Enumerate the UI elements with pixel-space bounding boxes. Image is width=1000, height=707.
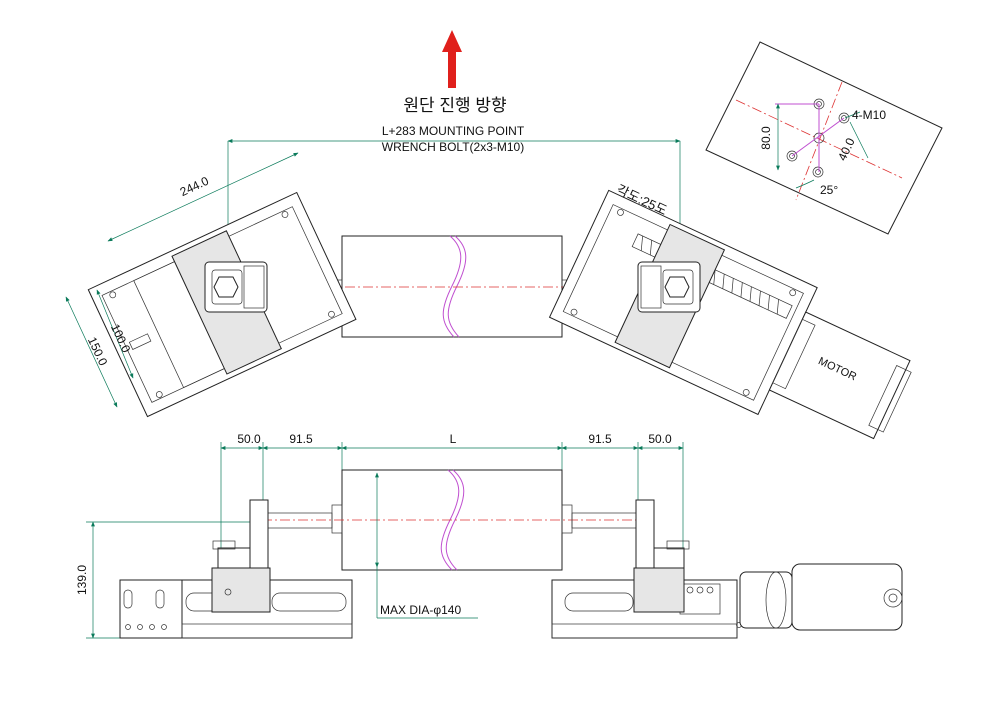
dim-100-line (96, 289, 134, 379)
front-left-assembly (119, 499, 353, 639)
dim-150-line (65, 296, 118, 408)
top-roller (341, 235, 563, 338)
front-shaft-right (571, 512, 637, 529)
dim-139-label: 139.0 (75, 565, 89, 595)
front-shaft-left (267, 512, 333, 529)
direction-label: 원단 진행 방향 (403, 96, 506, 115)
right-bearing-block (637, 261, 701, 313)
dim-50-left-label: 50.0 (237, 432, 261, 446)
front-right-assembly (551, 499, 778, 639)
bolt-label: 4-M10 (852, 108, 886, 122)
dim-244-line (107, 152, 299, 242)
direction-arrow (442, 30, 462, 88)
dim-150-label: 150.0 (85, 335, 111, 368)
mounting-note-line2: WRENCH BOLT(2x3-M10) (382, 140, 524, 154)
dim-50-right-label: 50.0 (648, 432, 672, 446)
front-motor (739, 563, 903, 631)
dim-L-label: L (450, 432, 457, 446)
front-top-dimensions (220, 442, 684, 548)
dim-91-left-label: 91.5 (289, 432, 313, 446)
mounting-note-line1: L+283 MOUNTING POINT (382, 124, 525, 138)
angle-25-label: 25° (820, 183, 838, 197)
bolt-pattern-detail (705, 41, 943, 235)
dim-80-label: 80.0 (759, 126, 773, 150)
max-dia-label: MAX DIA-φ140 (380, 603, 461, 617)
dim-91-right-label: 91.5 (588, 432, 612, 446)
left-bearing-block (204, 261, 268, 313)
right-guide-unit (548, 189, 912, 440)
